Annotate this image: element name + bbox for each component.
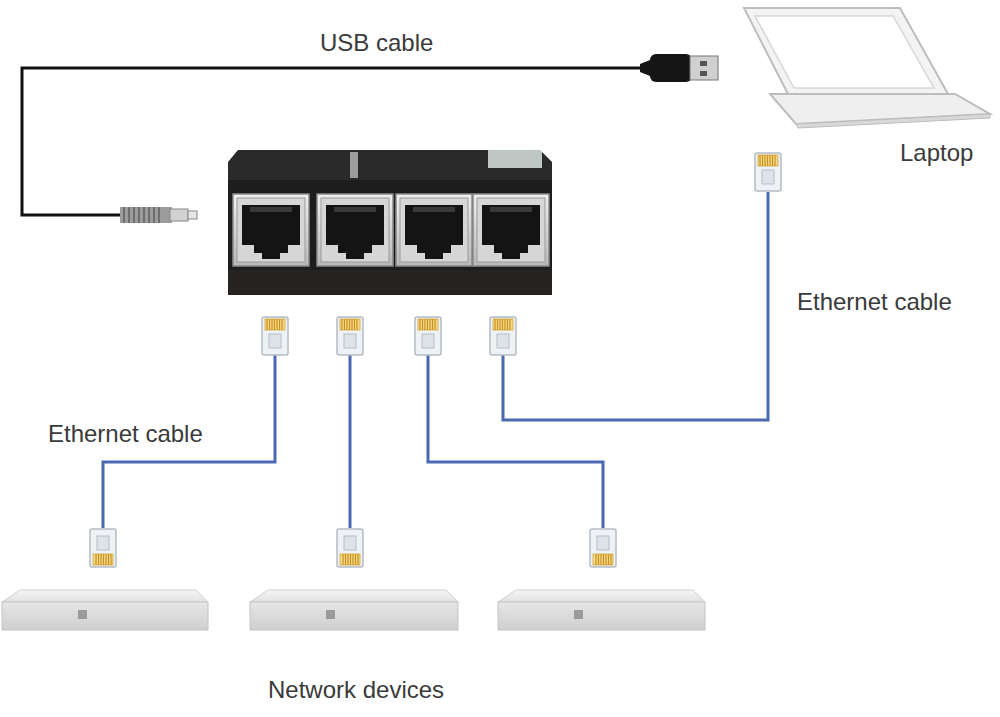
cable-label: Network devices xyxy=(266,677,446,703)
cable-label: Laptop xyxy=(898,140,975,166)
cable-label: USB cable xyxy=(318,30,435,56)
cable-label: Ethernet cable xyxy=(46,421,205,447)
cable-label: Ethernet cable xyxy=(795,289,954,315)
